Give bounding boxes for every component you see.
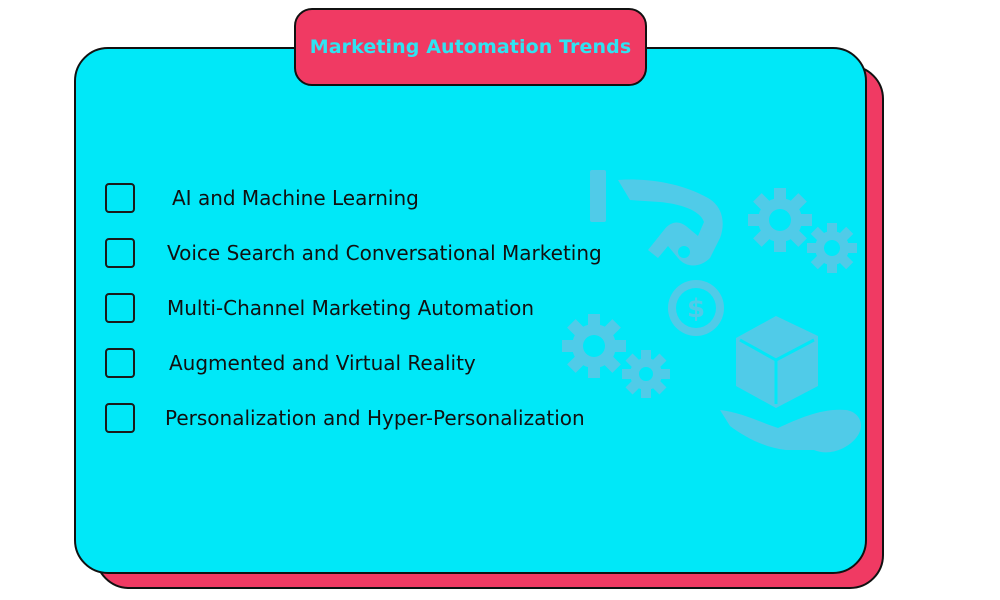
checklist-item-label: Augmented and Virtual Reality (169, 350, 476, 375)
checklist-item: Augmented and Virtual Reality (105, 335, 476, 390)
gear-icon (748, 188, 812, 252)
decorative-icons: $ (562, 170, 861, 453)
checklist-item: Personalization and Hyper-Personalizatio… (105, 390, 585, 445)
checklist-item-label: Personalization and Hyper-Personalizatio… (165, 405, 585, 430)
checklist-item: AI and Machine Learning (105, 170, 419, 225)
checklist-item: Voice Search and Conversational Marketin… (105, 225, 602, 280)
trend-checklist: AI and Machine Learning Voice Search and… (105, 170, 602, 445)
gear-icon (622, 350, 670, 398)
page-title: Marketing Automation Trends (309, 36, 632, 58)
title-banner: Marketing Automation Trends (294, 8, 647, 86)
gear-icon (807, 223, 857, 273)
wrench-hand-icon (590, 170, 723, 266)
checkbox[interactable] (105, 402, 135, 433)
checklist-item-label: Multi-Channel Marketing Automation (167, 295, 535, 320)
checklist-item-label: AI and Machine Learning (172, 185, 419, 210)
dollar-coin-icon: $ (668, 280, 724, 336)
svg-text:$: $ (687, 294, 705, 324)
gear-icon (562, 314, 626, 378)
checkbox[interactable] (105, 237, 135, 268)
checklist-item: Multi-Channel Marketing Automation (105, 280, 534, 335)
checkbox[interactable] (105, 182, 135, 213)
checklist-item-label: Voice Search and Conversational Marketin… (167, 240, 602, 265)
checkbox[interactable] (105, 292, 135, 323)
main-card (74, 47, 867, 574)
box-on-hand-icon (720, 316, 861, 453)
checkbox[interactable] (105, 347, 135, 378)
